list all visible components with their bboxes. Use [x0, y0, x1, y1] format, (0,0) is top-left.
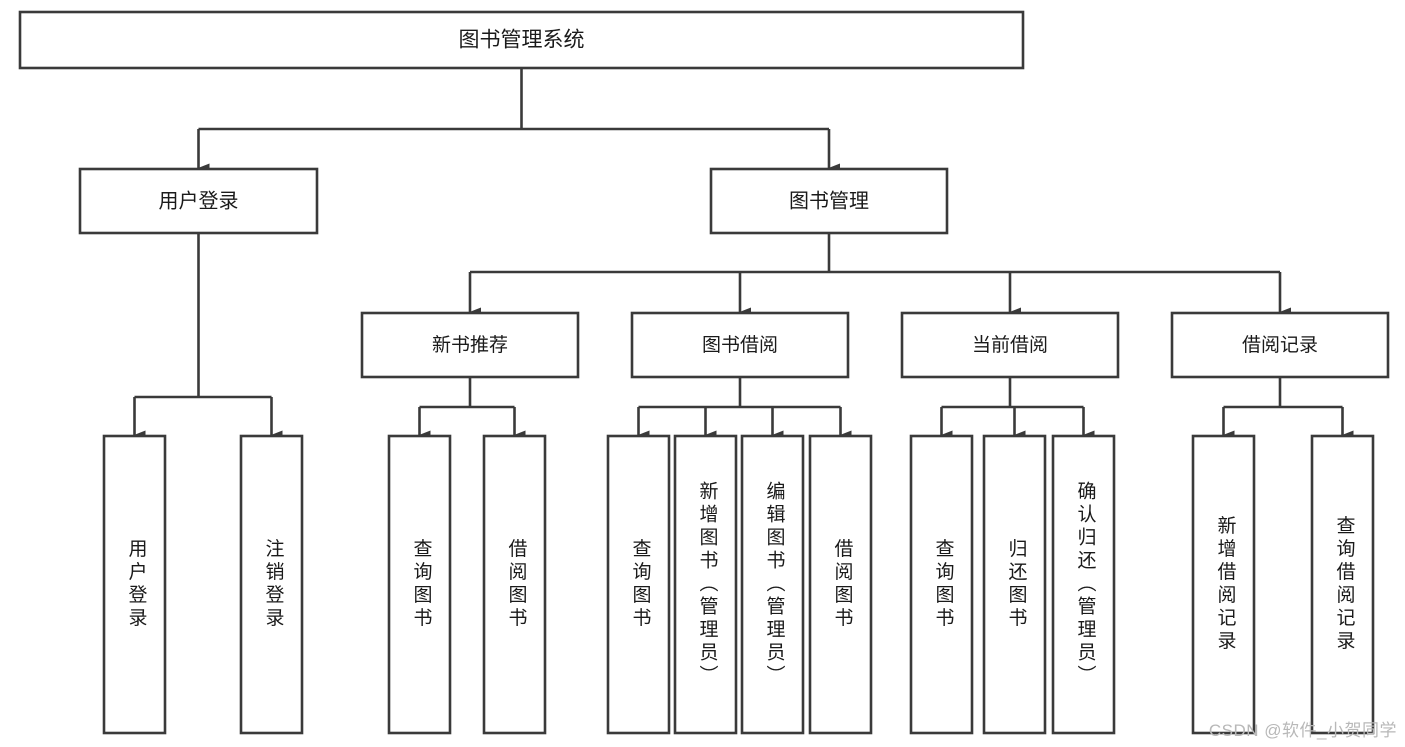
- level2-1-box[interactable]: [709, 167, 949, 235]
- leaf-current-borrow-1-box[interactable]: [982, 434, 1047, 735]
- leaf-current-borrow-0-box[interactable]: [909, 434, 974, 735]
- leaf-new-book-recommend-1-box[interactable]: [482, 434, 547, 735]
- leaf-current-borrow-0-label: 查询图书: [932, 538, 954, 630]
- level2-0-box[interactable]: [78, 167, 319, 235]
- leaf-borrow-records-0-box[interactable]: [1191, 434, 1256, 735]
- leaf-new-book-recommend-0[interactable]: 查询图书: [387, 434, 452, 735]
- leaf-user-login-0-label: 用户登录: [125, 539, 147, 631]
- leaf-book-borrow-1-label: 新增图书（管理员）: [696, 481, 718, 688]
- leaf-borrow-records-1[interactable]: 查询借阅记录: [1310, 434, 1375, 735]
- leaf-current-borrow-0[interactable]: 查询图书: [909, 434, 974, 735]
- level2-0-label: 用户登录: [159, 189, 239, 212]
- leaf-user-login-1-box[interactable]: [239, 434, 304, 735]
- leaf-book-borrow-2[interactable]: 编辑图书（管理员）: [740, 434, 805, 735]
- level2-1-label: 图书管理: [789, 189, 869, 212]
- level2-1[interactable]: 图书管理: [709, 167, 949, 235]
- leaf-book-borrow-3-label: 借阅图书: [831, 538, 853, 630]
- leaf-borrow-records-1-label: 查询借阅记录: [1333, 515, 1355, 653]
- level3-0-box[interactable]: [360, 311, 580, 379]
- level3-2-box[interactable]: [900, 311, 1120, 379]
- level3-3[interactable]: 借阅记录: [1170, 311, 1390, 379]
- edge-layer: [133, 68, 1354, 440]
- level3-1[interactable]: 图书借阅: [630, 311, 850, 379]
- leaf-book-borrow-0-box[interactable]: [606, 434, 671, 735]
- leaf-user-login-1[interactable]: 注销登录: [239, 434, 304, 735]
- leaf-book-borrow-1-box[interactable]: [673, 434, 738, 735]
- leaf-new-book-recommend-1-label: 借阅图书: [505, 538, 527, 630]
- leaf-current-borrow-2[interactable]: 确认归还（管理员）: [1051, 434, 1116, 735]
- level3-2-label: 当前借阅: [972, 334, 1048, 356]
- leaf-book-borrow-2-label: 编辑图书（管理员）: [763, 481, 785, 688]
- leaf-current-borrow-2-label: 确认归还（管理员）: [1074, 481, 1096, 688]
- root-system-label: 图书管理系统: [459, 29, 585, 52]
- leaf-book-borrow-3-box[interactable]: [808, 434, 873, 735]
- leaf-new-book-recommend-1[interactable]: 借阅图书: [482, 434, 547, 735]
- leaf-current-borrow-1[interactable]: 归还图书: [982, 434, 1047, 735]
- level3-3-label: 借阅记录: [1242, 334, 1318, 356]
- level3-0[interactable]: 新书推荐: [360, 311, 580, 379]
- node-layer: 图书管理系统用户登录图书管理新书推荐图书借阅当前借阅借阅记录用户登录注销登录查询…: [18, 10, 1390, 735]
- leaf-user-login-0[interactable]: 用户登录: [102, 434, 167, 735]
- leaf-book-borrow-3[interactable]: 借阅图书: [808, 434, 873, 735]
- leaf-new-book-recommend-0-box[interactable]: [387, 434, 452, 735]
- leaf-book-borrow-0[interactable]: 查询图书: [606, 434, 671, 735]
- leaf-book-borrow-0-label: 查询图书: [629, 538, 651, 630]
- leaf-book-borrow-2-box[interactable]: [740, 434, 805, 735]
- leaf-borrow-records-0[interactable]: 新增借阅记录: [1191, 434, 1256, 735]
- level3-0-label: 新书推荐: [432, 334, 508, 356]
- leaf-user-login-1-label: 注销登录: [262, 538, 284, 630]
- level2-0[interactable]: 用户登录: [78, 167, 319, 235]
- level3-1-box[interactable]: [630, 311, 850, 379]
- leaf-new-book-recommend-0-label: 查询图书: [410, 538, 432, 630]
- leaf-user-login-0-box[interactable]: [102, 434, 167, 735]
- level3-3-box[interactable]: [1170, 311, 1390, 379]
- level3-2[interactable]: 当前借阅: [900, 311, 1120, 379]
- leaf-current-borrow-1-label: 归还图书: [1005, 538, 1027, 630]
- leaf-borrow-records-0-label: 新增借阅记录: [1214, 515, 1236, 653]
- leaf-current-borrow-2-box[interactable]: [1051, 434, 1116, 735]
- level3-1-label: 图书借阅: [702, 334, 778, 356]
- root-system[interactable]: 图书管理系统: [18, 10, 1025, 70]
- root-system-box[interactable]: [18, 10, 1025, 70]
- leaf-borrow-records-1-box[interactable]: [1310, 434, 1375, 735]
- leaf-book-borrow-1[interactable]: 新增图书（管理员）: [673, 434, 738, 735]
